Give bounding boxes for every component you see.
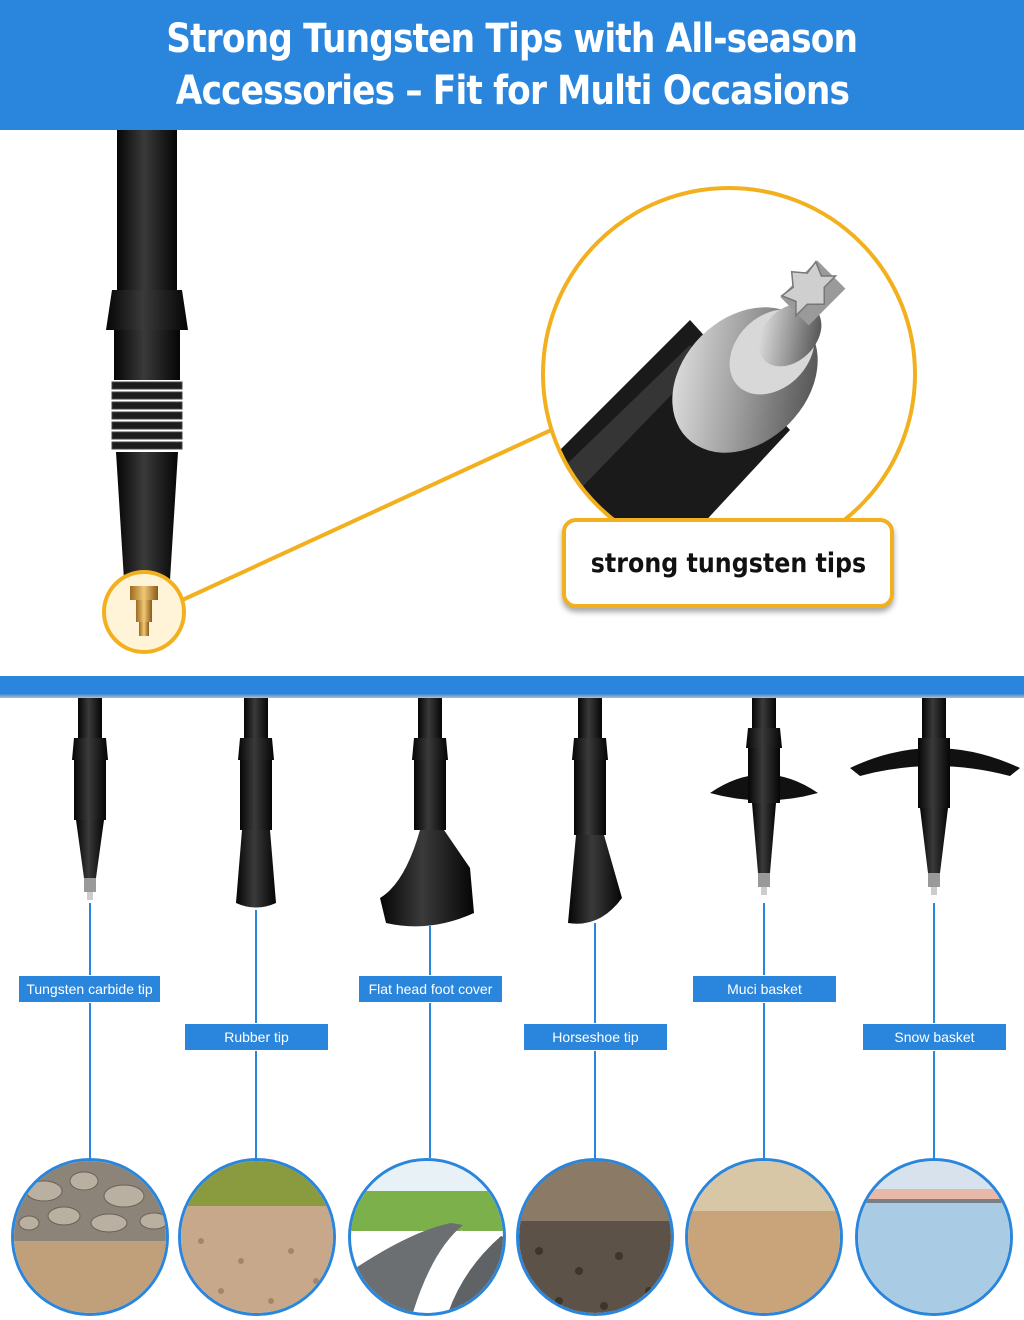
callout-box: strong tungsten tips bbox=[562, 518, 894, 608]
header-title-line-2: Accessories – Fit for Multi Occasions bbox=[175, 68, 849, 114]
flat-foot-cover-icon bbox=[380, 698, 474, 927]
muci-basket-label: Muci basket bbox=[692, 975, 837, 1003]
hero-section: strong tungsten tips bbox=[0, 130, 1024, 675]
mud-basket-icon bbox=[710, 698, 818, 895]
tip-highlight-circle bbox=[102, 570, 186, 654]
tip-zoom-circle bbox=[541, 186, 917, 562]
hero-illustration bbox=[102, 130, 917, 654]
terrain-sand bbox=[685, 1158, 843, 1316]
accessory-poles-illustration bbox=[72, 698, 1020, 1158]
snow-basket-label: Snow basket bbox=[862, 1023, 1007, 1051]
snow-basket-icon bbox=[850, 698, 1020, 895]
terrain-asphalt-road bbox=[348, 1158, 506, 1316]
rubber-tip-label: Rubber tip bbox=[184, 1023, 329, 1051]
tungsten-tip-icon bbox=[72, 698, 108, 900]
horseshoe-tip-icon bbox=[568, 698, 622, 924]
callout-connector-line bbox=[177, 424, 561, 604]
terrain-rocky-ground bbox=[11, 1158, 169, 1316]
rubber-tip-icon bbox=[236, 698, 276, 908]
terrain-gravel-field bbox=[178, 1158, 336, 1316]
section-divider bbox=[0, 676, 1024, 698]
header-banner: Strong Tungsten Tips with All-season Acc… bbox=[0, 0, 1024, 130]
terrain-dirt-gravel bbox=[516, 1158, 674, 1316]
header-title-line-1: Strong Tungsten Tips with All-season bbox=[166, 16, 859, 62]
tungsten-carbide-tip-label: Tungsten carbide tip bbox=[18, 975, 161, 1003]
callout-label: strong tungsten tips bbox=[590, 547, 866, 579]
trekking-pole-icon bbox=[106, 130, 188, 580]
horseshoe-tip-label: Horseshoe tip bbox=[523, 1023, 668, 1051]
terrain-snow-ice bbox=[855, 1158, 1013, 1316]
accessories-section: Tungsten carbide tip Rubber tip Flat hea… bbox=[0, 698, 1024, 1320]
flat-head-foot-cover-label: Flat head foot cover bbox=[358, 975, 503, 1003]
